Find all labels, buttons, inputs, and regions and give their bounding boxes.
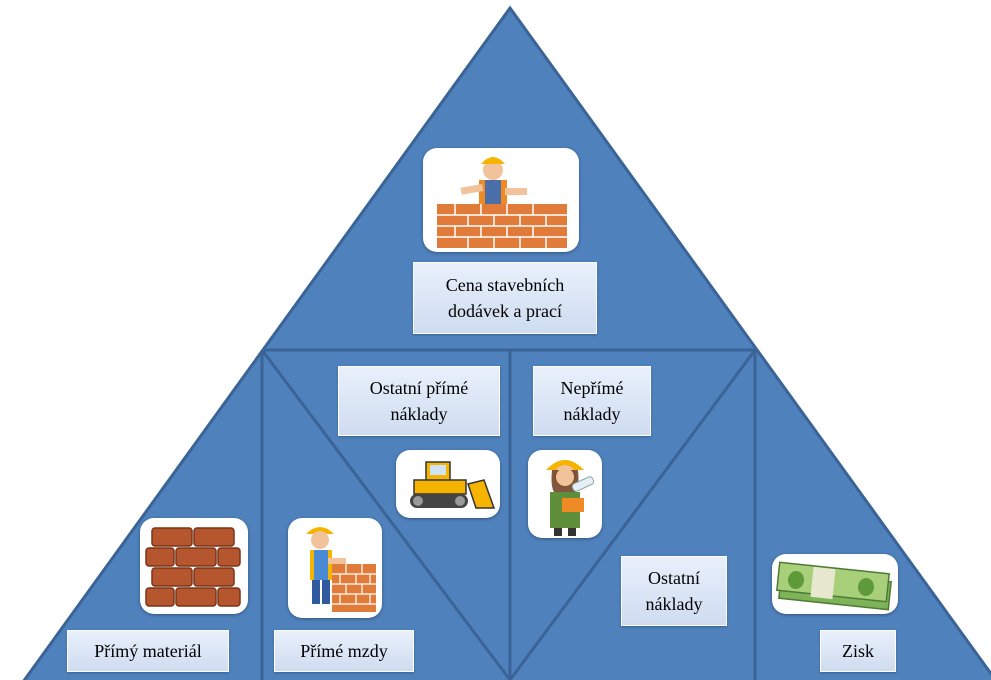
bricklayer-wall-icon bbox=[423, 148, 579, 252]
label-direct-material-text: Přímý materiál bbox=[94, 640, 202, 661]
label-construction-price: Cena stavebních dodávek a prací bbox=[413, 262, 597, 334]
label-indirect-costs: Nepřímé náklady bbox=[533, 366, 651, 436]
bulldozer-icon bbox=[396, 450, 500, 518]
label-other-costs: Ostatní náklady bbox=[621, 556, 727, 626]
bricks-icon bbox=[140, 518, 248, 614]
label-direct-wages: Přímé mzdy bbox=[274, 630, 414, 672]
engineer-with-plans-icon bbox=[528, 450, 602, 538]
diagonal-left bbox=[260, 349, 512, 680]
label-profit: Zisk bbox=[820, 630, 896, 672]
label-direct-material: Přímý materiál bbox=[67, 630, 229, 672]
label-profit-text: Zisk bbox=[841, 640, 874, 661]
label-other-costs-text: Ostatní náklady bbox=[645, 567, 703, 614]
pyramid-shape bbox=[22, 5, 991, 680]
label-other-direct-costs-text: Ostatní přímé náklady bbox=[369, 377, 469, 424]
worker-building-wall-icon bbox=[288, 518, 382, 618]
label-direct-wages-text: Přímé mzdy bbox=[300, 640, 388, 661]
label-indirect-costs-text: Nepřímé náklady bbox=[560, 377, 624, 424]
label-construction-price-text: Cena stavebních dodávek a prací bbox=[445, 274, 565, 321]
diagonal-right bbox=[508, 349, 757, 680]
money-stack-icon bbox=[772, 554, 898, 614]
label-other-direct-costs: Ostatní přímé náklady bbox=[338, 366, 500, 436]
